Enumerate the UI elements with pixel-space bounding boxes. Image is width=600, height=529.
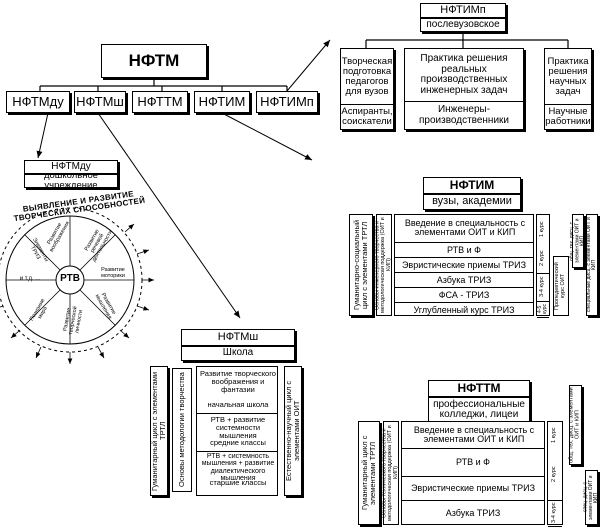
root-node: НФТМ: [101, 44, 207, 78]
school-method: Основы методологии творчества: [172, 368, 192, 492]
univ-course-3: 3-4 курс: [537, 273, 549, 302]
college-right-special: спец. дисц. с элементами ОИТ и КИП: [582, 470, 600, 525]
school-level-middle: средние классы: [210, 438, 266, 447]
univ-course-2: 2 курс: [537, 243, 549, 274]
college-support: Основы технического творчества и методол…: [381, 421, 399, 525]
node-nftmdu: НФТМду: [6, 91, 70, 113]
school-item-imagination: Развитие творческого воображения и фанта…: [200, 369, 276, 394]
node-nftim: НФТИМ: [194, 91, 250, 113]
univ-course-col: 1 курс 2 курс 3-4 курс 4-5 курс: [536, 214, 550, 318]
school-level-senior: старшие классы: [209, 478, 267, 487]
college-course-1: 1 курс: [551, 427, 558, 443]
postgrad-col3-top: Практика решения научных задач: [547, 55, 589, 97]
college-left-cycle: Гуманитарный цикл с элементами ТРТЛ: [358, 421, 380, 525]
postgrad-col2: Практика решения реальных производственн…: [404, 48, 524, 130]
node-nftmsh: НФТМш: [74, 91, 126, 113]
school-content: Развитие творческого воображения и фанта…: [196, 366, 278, 496]
school-title: НФТМш: [181, 329, 295, 346]
college-subtitle: профессиональные колледжи, лицеи: [428, 397, 530, 423]
college-course-3: 3-4 курс: [548, 500, 562, 527]
postgrad-col2-top: Практика решения реальных производственн…: [420, 53, 508, 96]
univ-right2-label: специальные дисц. с элементами ОИТ и КИП: [585, 217, 597, 313]
school-left-label: Гуманитарный цикл с элементами ТРТЛ: [150, 371, 167, 491]
college-course-col: 1 курс 2 курс 3-4 курс: [547, 421, 563, 527]
college-item-abc: Азбука ТРИЗ: [402, 500, 544, 527]
college-item-intro: Введение в специальность с элементами ОИ…: [413, 425, 535, 445]
postgrad-subtitle: послевузовское: [420, 18, 506, 32]
univ-course-1: 1 курс: [539, 221, 546, 237]
wheel-sector-motor: Развитие моторики: [101, 267, 125, 279]
node-nfttm: НФТТМ: [132, 91, 188, 113]
univ-right-propaedeutic: Пропедевтический курс ОИТ: [553, 256, 569, 316]
school-method-label: Основы методологии творчества: [177, 372, 187, 488]
college-title: НФТТМ: [428, 380, 530, 397]
univ-right-special: специальные дисц. с элементами ОИТ и КИП: [586, 214, 598, 316]
college-item-heuristic: Эвристические приемы ТРИЗ: [402, 476, 544, 501]
univ-item-heuristic: Эвристические приемы ТРИЗ: [395, 257, 533, 273]
univ-item-abc: Азбука ТРИЗ: [395, 272, 533, 288]
postgrad-col1-top: Творческая подготовка педагогов для вузо…: [341, 55, 393, 97]
school-subtitle: Школа: [181, 346, 295, 361]
postgrad-col2-bottom: Инженеры-производственники: [405, 101, 523, 129]
preschool-subtitle: дошкольное учреждение: [24, 171, 118, 190]
univ-support-label: Основы инженерного творчества и методоло…: [374, 217, 392, 313]
school-item-dialectic: РТВ + системность мышления + развитие ди…: [201, 453, 275, 483]
preschool-title: НФТМду: [24, 160, 118, 174]
postgrad-title: НФТИМп: [420, 3, 506, 18]
college-course-2: 2 курс: [548, 448, 562, 501]
college-support-label: Основы технического творчества и методол…: [381, 425, 399, 521]
development-wheel: [0, 207, 154, 364]
postgrad-col1: Творческая подготовка педагогов для вузо…: [340, 48, 394, 130]
college-right2-label: спец. дисц. с элементами ОИТ и КИП: [582, 475, 600, 520]
univ-right-general: общ. тех. дисц. с элементами ОИТ и КИП: [569, 214, 586, 268]
college-item-rtv: РТВ и Ф: [402, 448, 544, 477]
univ-item-fsa: ФСА - ТРИЗ: [395, 287, 533, 303]
college-content: Введение в специальность с элементами ОИ…: [401, 421, 545, 525]
univ-left-label: Гуманитарно-социальный цикл с элементами…: [352, 219, 369, 311]
college-right1-label: общ. тех. дисц. с элементами ОИТ и КИП: [568, 387, 581, 463]
postgrad-col3-bottom: Научные работники: [545, 104, 591, 128]
college-right-general: общ. тех. дисц. с элементами ОИТ и КИП: [569, 385, 582, 465]
school-right-cycle: Естественно-научный цикл с элементами ОИ…: [284, 366, 302, 496]
school-right-label: Естественно-научный цикл с элементами ОИ…: [284, 380, 301, 482]
node-nftimp: НФТИМп: [256, 91, 318, 113]
univ-subtitle: вузы, академии: [423, 194, 521, 210]
univ-right3-label: Пропедевтический курс ОИТ: [554, 262, 566, 310]
school-item-systemic: РТВ + развитие системности мышления: [210, 415, 266, 440]
postgrad-col1-bottom: Аспиранты, соискатели: [341, 104, 393, 128]
univ-item-intro: Введение в специальность с элементами ОИ…: [404, 218, 526, 238]
univ-course-4: 4-5 курс: [537, 301, 549, 318]
univ-right1-label: общ. тех. дисц. с элементами ОИТ и КИП: [569, 218, 586, 264]
univ-item-advanced: Углубленный курс ТРИЗ: [395, 302, 533, 318]
school-left-cycle: Гуманитарный цикл с элементами ТРТЛ: [150, 366, 168, 496]
univ-left-cycle: Гуманитарно-социальный цикл с элементами…: [349, 214, 373, 316]
school-level-primary: начальная школа: [207, 400, 269, 409]
univ-item-rtv: РТВ и Ф: [395, 242, 533, 258]
univ-support: Основы инженерного творчества и методоло…: [374, 214, 392, 316]
postgrad-col3: Практика решения научных задач Научные р…: [544, 48, 592, 130]
college-left-label: Гуманитарный цикл с элементами ТРТЛ: [360, 435, 377, 511]
univ-content: Введение в специальность с элементами ОИ…: [394, 214, 534, 316]
wheel-sector-etc: и т.д. ...: [19, 276, 41, 282]
univ-title: НФТИМ: [423, 177, 521, 194]
wheel-center-label: РТВ: [60, 273, 80, 284]
